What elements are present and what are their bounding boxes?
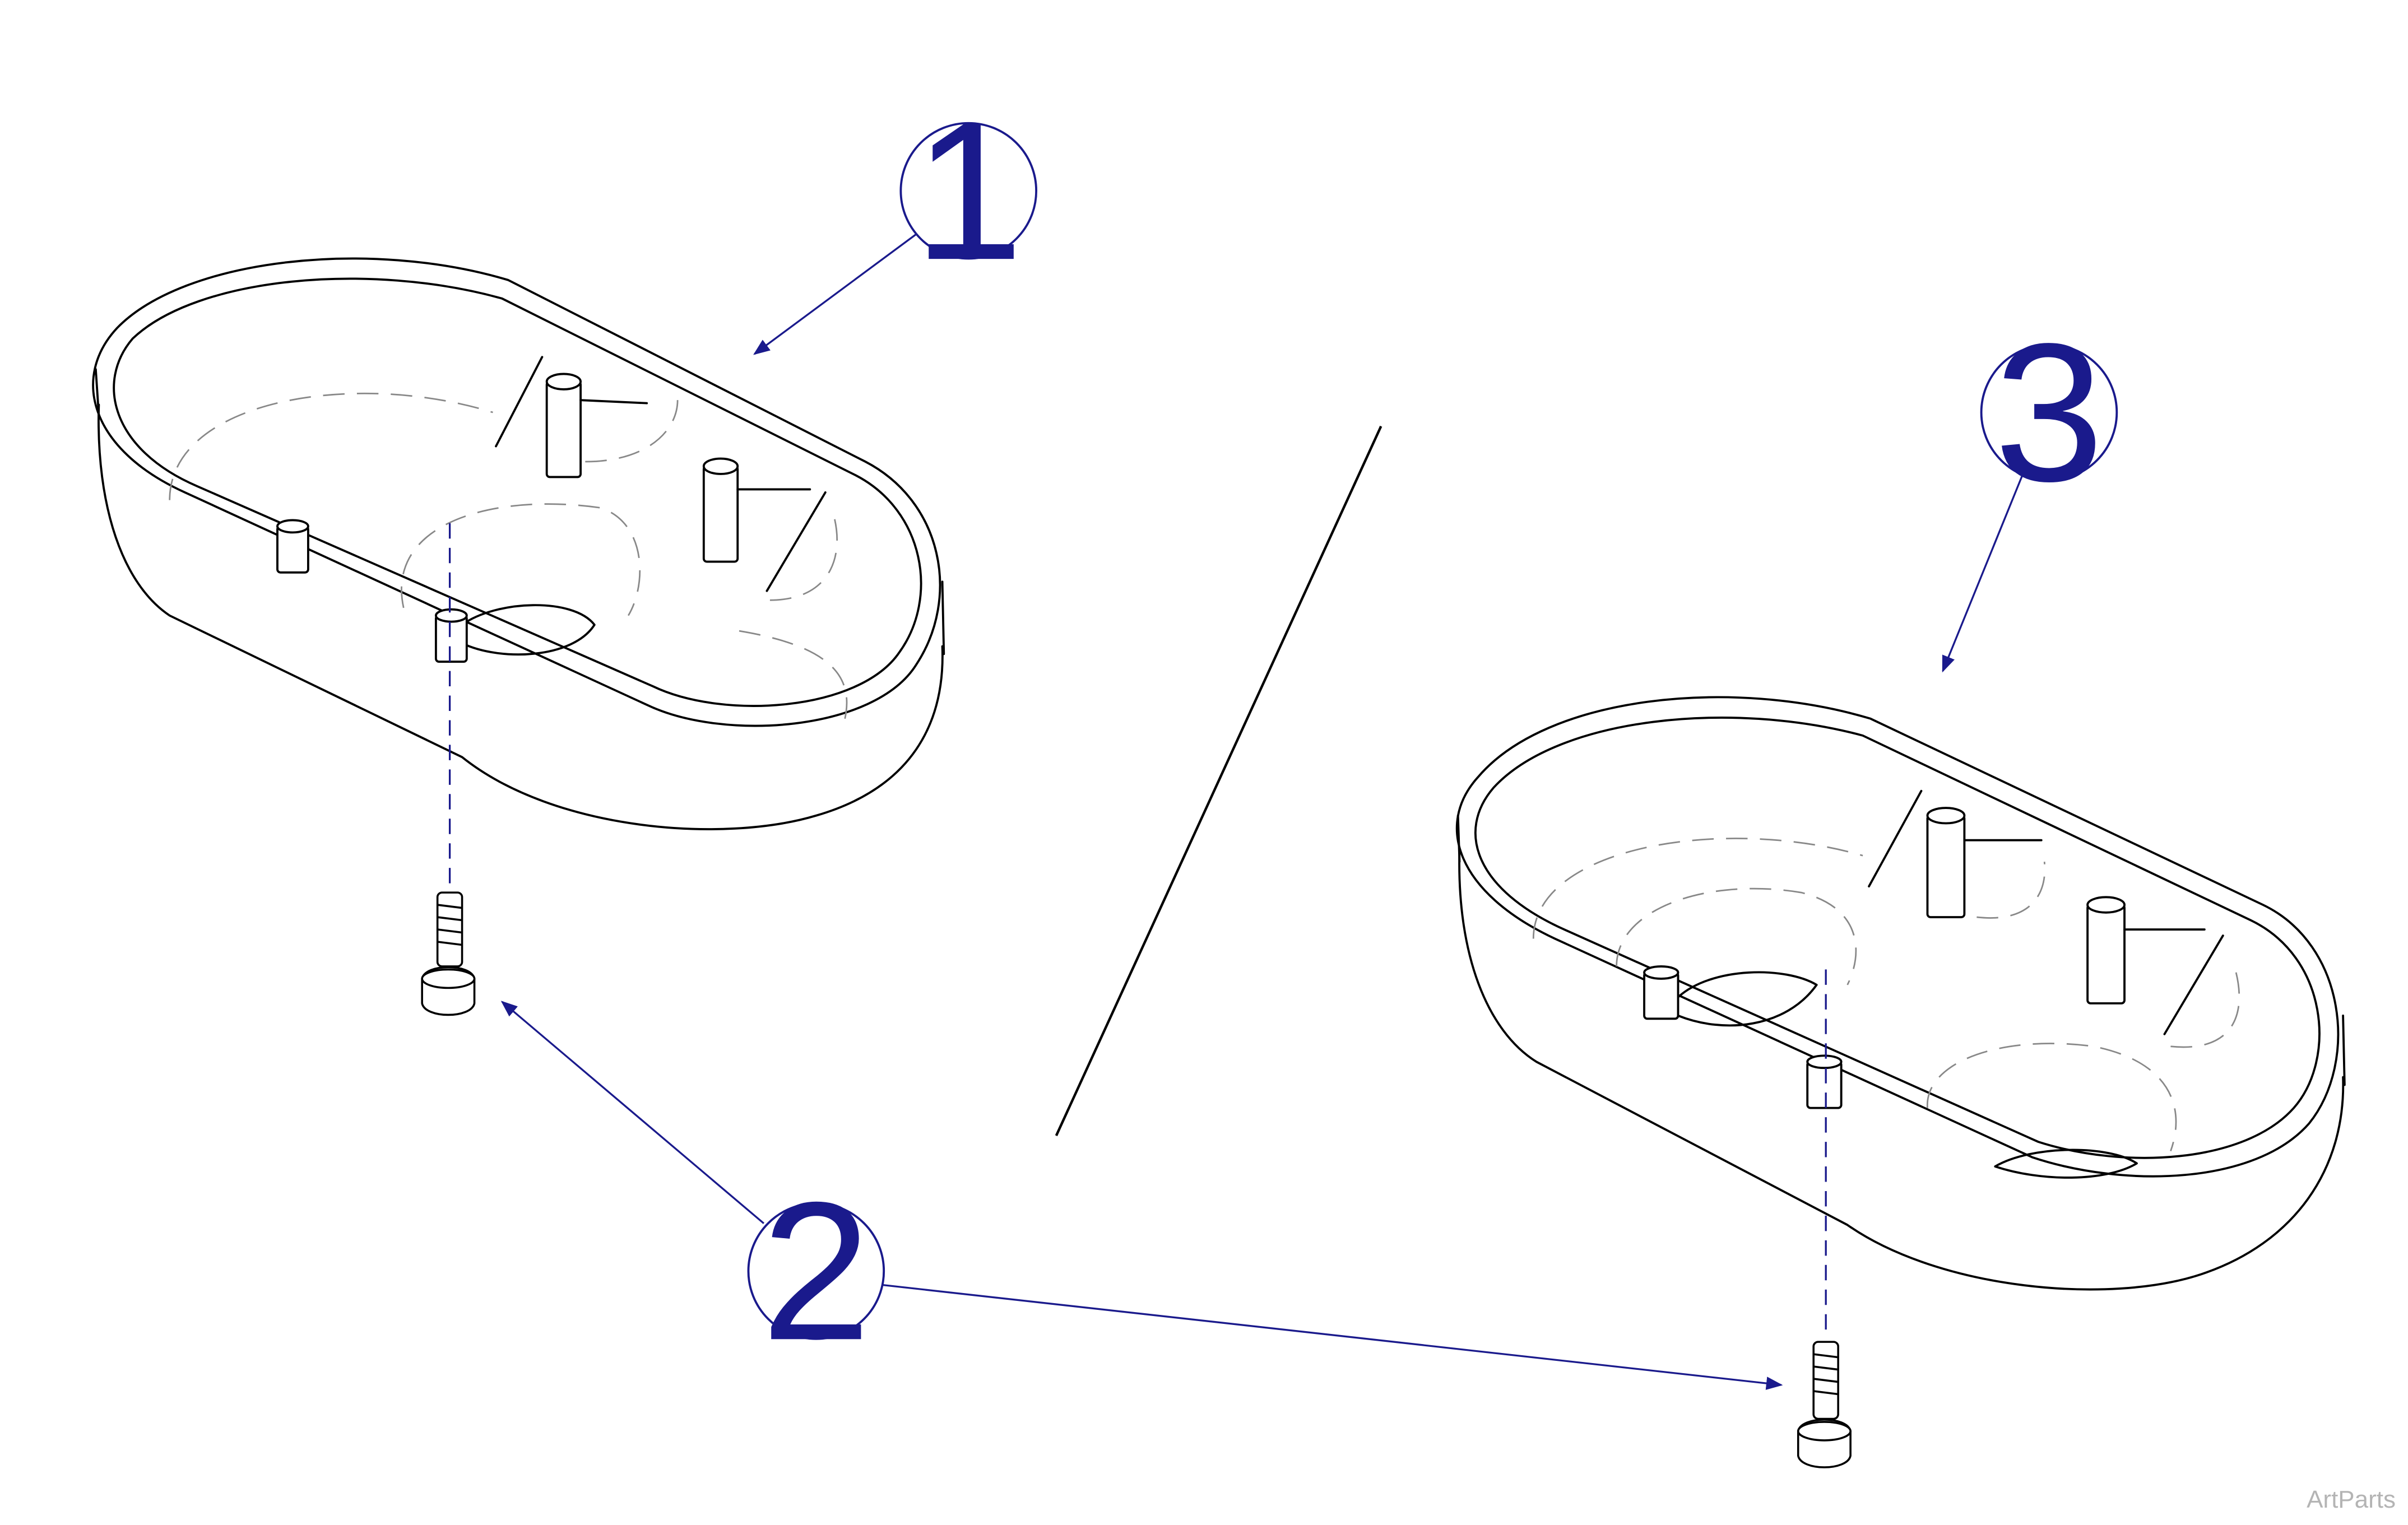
boss-right-3 — [1926, 807, 1966, 918]
cover-part-right — [1455, 696, 2346, 1291]
screw-right — [1797, 1341, 1852, 1468]
callout-2: 2 — [500, 1001, 1783, 1390]
assembly-lines — [448, 523, 1827, 1339]
boss-right-2 — [1806, 1054, 1843, 1109]
boss-left-3 — [545, 373, 582, 478]
boss-left-4 — [702, 457, 739, 563]
boss-left-1 — [276, 519, 309, 574]
callout-1: 1 — [753, 81, 1038, 355]
screw-left — [421, 891, 476, 1016]
callout-3-label: 3 — [1994, 303, 2104, 523]
divider-line — [1055, 425, 1382, 1136]
cover-part-left — [92, 257, 945, 830]
hidden-lines-left — [169, 392, 848, 724]
boss-right-4 — [2086, 896, 2126, 1005]
boss-left-2 — [434, 608, 468, 663]
boss-right-1 — [1643, 965, 1679, 1020]
callout-3: 3 — [1942, 303, 2118, 673]
watermark-text: ArtParts — [2307, 1486, 2396, 1513]
callout-1-label: 1 — [913, 81, 1023, 301]
hidden-lines-right — [1532, 838, 2240, 1152]
callout-2-label: 2 — [762, 1161, 871, 1381]
